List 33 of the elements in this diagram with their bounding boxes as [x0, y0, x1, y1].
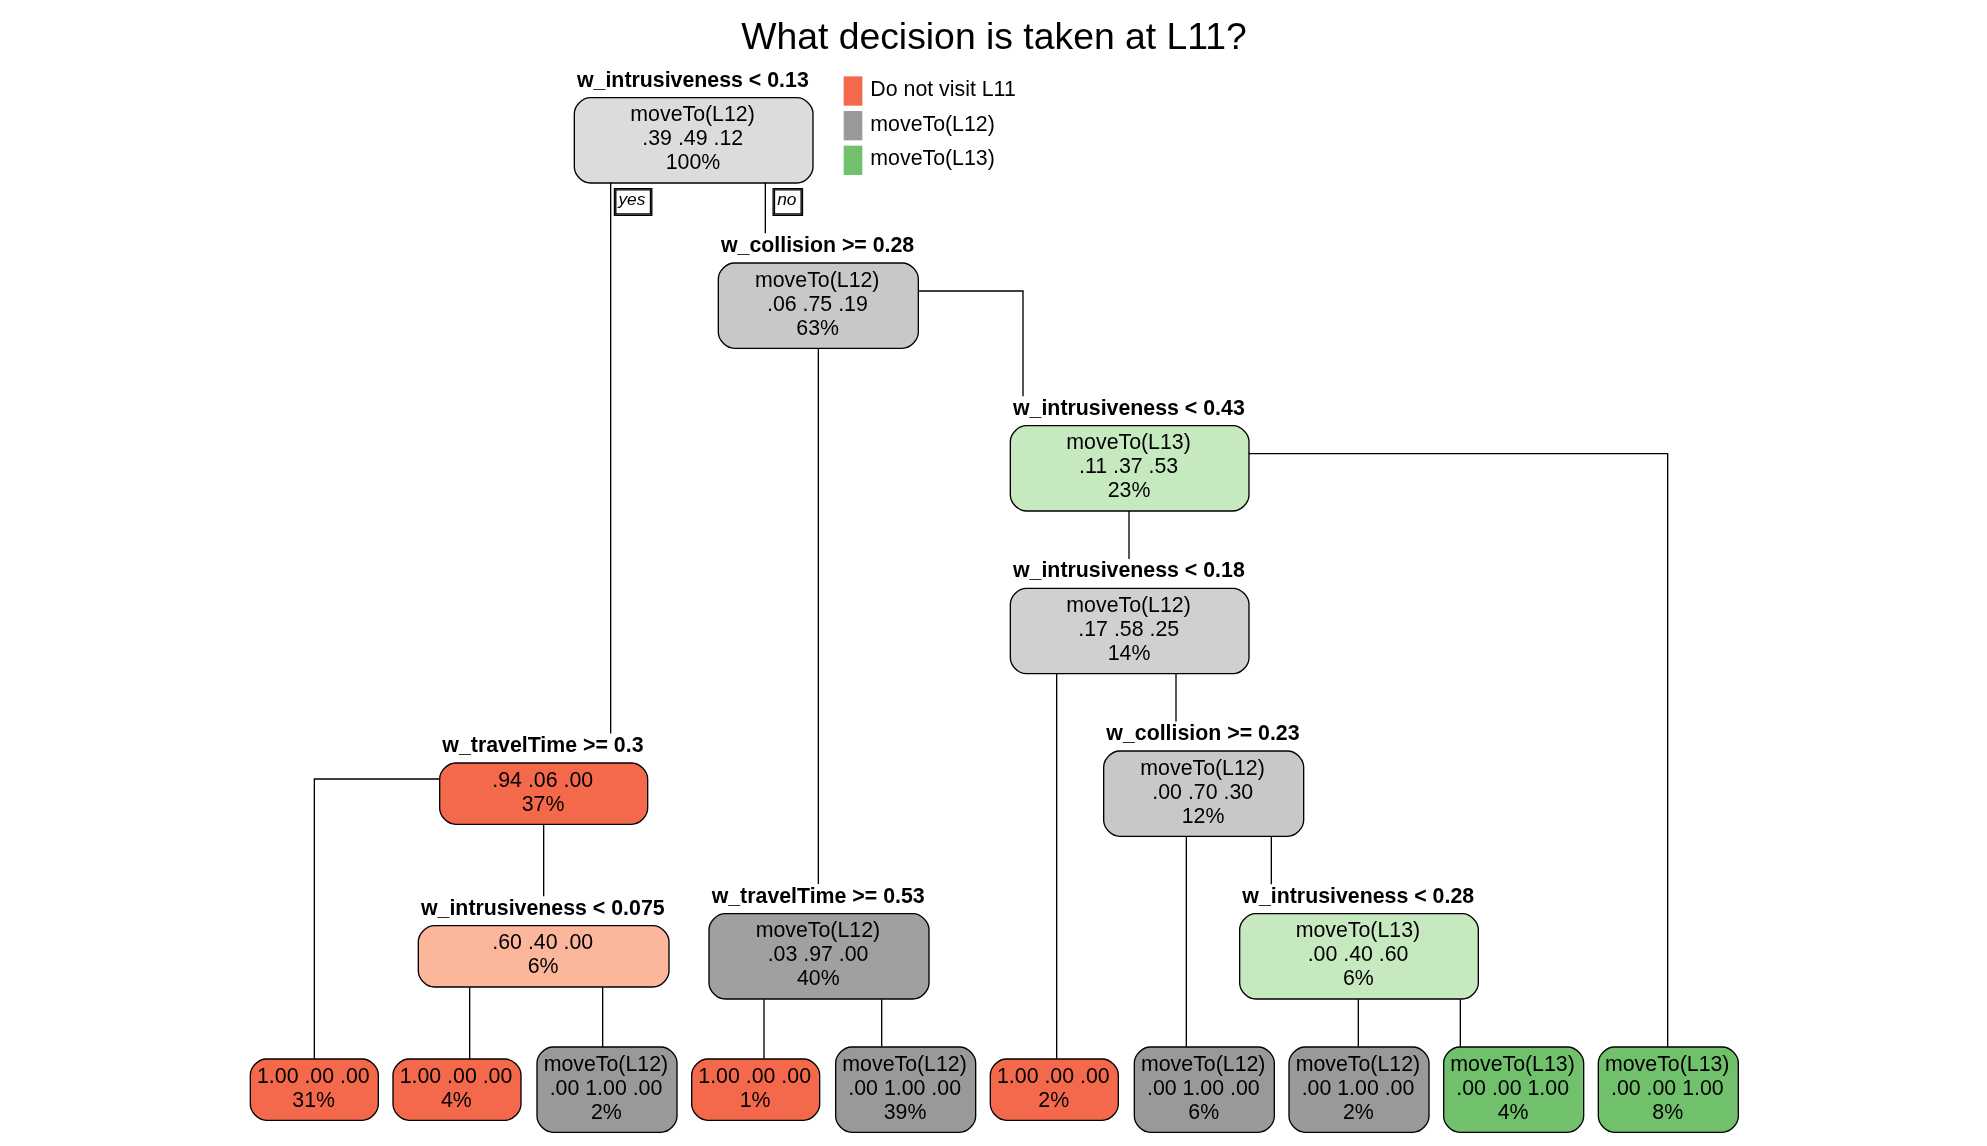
connector [601, 986, 603, 1048]
connector [1247, 453, 1668, 1048]
node-label: w_collision >= 0.23 [1105, 721, 1300, 746]
connector [762, 998, 765, 1060]
connector [1357, 998, 1359, 1048]
node-label: w_intrusiveness < 0.18 [1012, 558, 1245, 583]
connector [917, 290, 1024, 397]
diagram-title: What decision is taken at L11? [740, 14, 1247, 57]
node-label: w_intrusiveness < 0.13 [576, 67, 809, 92]
node-label: w_intrusiveness < 0.28 [1241, 883, 1474, 908]
connector [468, 986, 470, 1060]
legend-label: moveTo(L12) [869, 111, 995, 136]
connector [609, 182, 611, 735]
connector [1127, 510, 1130, 560]
node-label: w_collision >= 0.28 [720, 233, 914, 258]
connector [764, 182, 766, 234]
edge-label: no [776, 189, 796, 210]
connector [1459, 998, 1461, 1048]
connector [817, 348, 819, 885]
connector [880, 998, 882, 1048]
node-label: w_intrusiveness < 0.075 [420, 895, 665, 920]
connector [542, 824, 544, 897]
connector [1185, 835, 1187, 1048]
legend-label: Do not visit L11 [869, 77, 1016, 102]
connector [1270, 835, 1272, 885]
connector [1174, 673, 1177, 723]
edge-label: yes [617, 189, 645, 210]
node-label: w_travelTime >= 0.3 [441, 733, 644, 758]
connector [313, 778, 440, 1060]
legend-label: moveTo(L13) [869, 146, 995, 171]
node-label: w_travelTime >= 0.53 [711, 883, 925, 908]
node-label: w_intrusiveness < 0.43 [1012, 395, 1245, 420]
connector [1055, 673, 1057, 1060]
